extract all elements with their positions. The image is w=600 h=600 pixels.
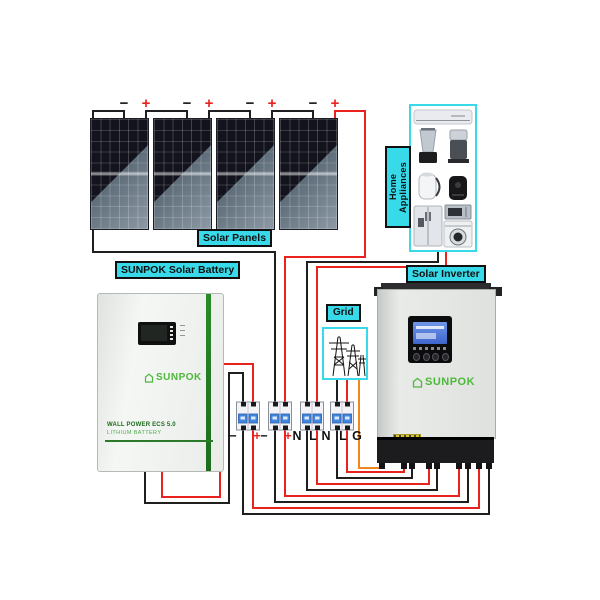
inverter-pv-neg-wire bbox=[274, 430, 469, 503]
microwave-oven-icon bbox=[444, 204, 472, 220]
circuit-breaker-ac-output bbox=[300, 401, 324, 431]
inverter-acout-l-wire bbox=[316, 430, 430, 485]
battery-negative-wire bbox=[144, 372, 244, 504]
battery-led-indicators bbox=[170, 326, 173, 340]
solar-panel bbox=[216, 118, 275, 230]
inverter-label: Solar Inverter bbox=[406, 265, 486, 283]
inverter-lcd-screen bbox=[413, 322, 447, 344]
panel-plus-terminal: + bbox=[141, 95, 151, 112]
battery-accent-line bbox=[105, 440, 213, 442]
terminal-label-plus: + bbox=[253, 429, 261, 443]
panel-minus-terminal: − bbox=[245, 95, 255, 112]
inverter-terminal-section bbox=[377, 437, 494, 463]
inverter-battery-pos-wire bbox=[252, 430, 480, 509]
refrigerator-icon bbox=[413, 205, 443, 247]
inverter-terminal bbox=[456, 463, 462, 469]
electric-kettle-icon bbox=[418, 172, 441, 200]
inverter-status-icons bbox=[413, 347, 447, 350]
inverter-unit: SUNPOK bbox=[374, 283, 504, 473]
battery-unit: SUNPOK WALL POWER ECS 5.0 LITHIUM BATTER… bbox=[97, 293, 224, 472]
inverter-terminal bbox=[426, 463, 432, 469]
inverter-display-module bbox=[408, 316, 452, 363]
inverter-acout-n-wire bbox=[306, 430, 438, 491]
battery-brand-text: SUNPOK bbox=[156, 372, 202, 383]
panel-series-wire bbox=[271, 110, 314, 119]
circuit-breaker-battery bbox=[236, 401, 260, 431]
inverter-mount-bracket bbox=[381, 283, 491, 294]
food-processor-icon bbox=[448, 129, 469, 163]
transmission-towers-icon bbox=[329, 336, 366, 377]
circuit-breaker-grid bbox=[330, 401, 354, 431]
terminal-label-n: N bbox=[321, 429, 331, 443]
load-live-wire bbox=[316, 250, 447, 403]
panel-minus-terminal: − bbox=[182, 95, 192, 112]
circuit-breaker-pv bbox=[268, 401, 292, 431]
inverter-buttons bbox=[413, 353, 449, 362]
home-appliances-box bbox=[409, 104, 477, 252]
grid-box bbox=[322, 327, 368, 380]
inverter-terminal bbox=[409, 463, 415, 469]
battery-screen bbox=[141, 325, 167, 341]
inverter-terminal bbox=[476, 463, 482, 469]
panel-series-wire bbox=[145, 110, 188, 119]
battery-label: SUNPOK Solar Battery bbox=[115, 261, 241, 279]
battery-brand-logo: SUNPOK bbox=[144, 372, 202, 383]
battery-green-stripe bbox=[206, 294, 211, 471]
inverter-terminal bbox=[434, 463, 440, 469]
solar-panel bbox=[279, 118, 338, 230]
inverter-terminal bbox=[401, 463, 407, 469]
blender-icon bbox=[419, 128, 437, 163]
inverter-terminal bbox=[379, 463, 385, 469]
air-fryer-icon bbox=[449, 176, 467, 200]
panel-minus-terminal: − bbox=[119, 95, 129, 112]
sunpok-house-icon bbox=[412, 377, 423, 388]
air-conditioner-icon bbox=[413, 109, 473, 125]
battery-type-text: LITHIUM BATTERY bbox=[107, 430, 162, 436]
terminal-label-n: N bbox=[292, 429, 302, 443]
terminal-label-plus: + bbox=[284, 429, 292, 443]
panel-minus-terminal: − bbox=[308, 95, 318, 112]
battery-display bbox=[138, 322, 176, 345]
terminal-label-minus: − bbox=[260, 429, 268, 443]
load-neutral-wire bbox=[306, 250, 439, 403]
terminal-label-l: L bbox=[309, 429, 317, 443]
washing-machine-icon bbox=[443, 220, 473, 248]
solar-panels-label: Solar Panels bbox=[197, 229, 273, 247]
grid-label: Grid bbox=[326, 304, 361, 322]
inverter-brand-logo: SUNPOK bbox=[412, 376, 475, 388]
inverter-pv-pos-wire bbox=[284, 430, 460, 497]
panel-plus-terminal: + bbox=[204, 95, 214, 112]
solar-panel bbox=[90, 118, 149, 230]
panel-series-wire bbox=[208, 110, 251, 119]
inverter-battery-neg-wire bbox=[242, 430, 490, 515]
sunpok-house-icon bbox=[144, 372, 154, 383]
panel-plus-terminal: + bbox=[267, 95, 277, 112]
home-appliances-label: Home Appliances bbox=[385, 146, 411, 228]
terminal-label-g: G bbox=[352, 429, 362, 443]
inverter-terminal bbox=[465, 463, 471, 469]
panel-plus-terminal: + bbox=[330, 95, 340, 112]
battery-side-buttons bbox=[180, 325, 185, 339]
inverter-terminal bbox=[486, 463, 492, 469]
terminal-label-minus: − bbox=[229, 429, 237, 443]
solar-panel bbox=[153, 118, 212, 230]
inverter-body: SUNPOK bbox=[377, 289, 496, 444]
inverter-acin-n-wire bbox=[336, 430, 413, 479]
pv-positive-wire bbox=[284, 110, 366, 403]
inverter-brand-text: SUNPOK bbox=[425, 376, 476, 388]
battery-model-text: WALL POWER ECS 5.0 bbox=[107, 422, 176, 428]
terminal-label-l: L bbox=[339, 429, 347, 443]
